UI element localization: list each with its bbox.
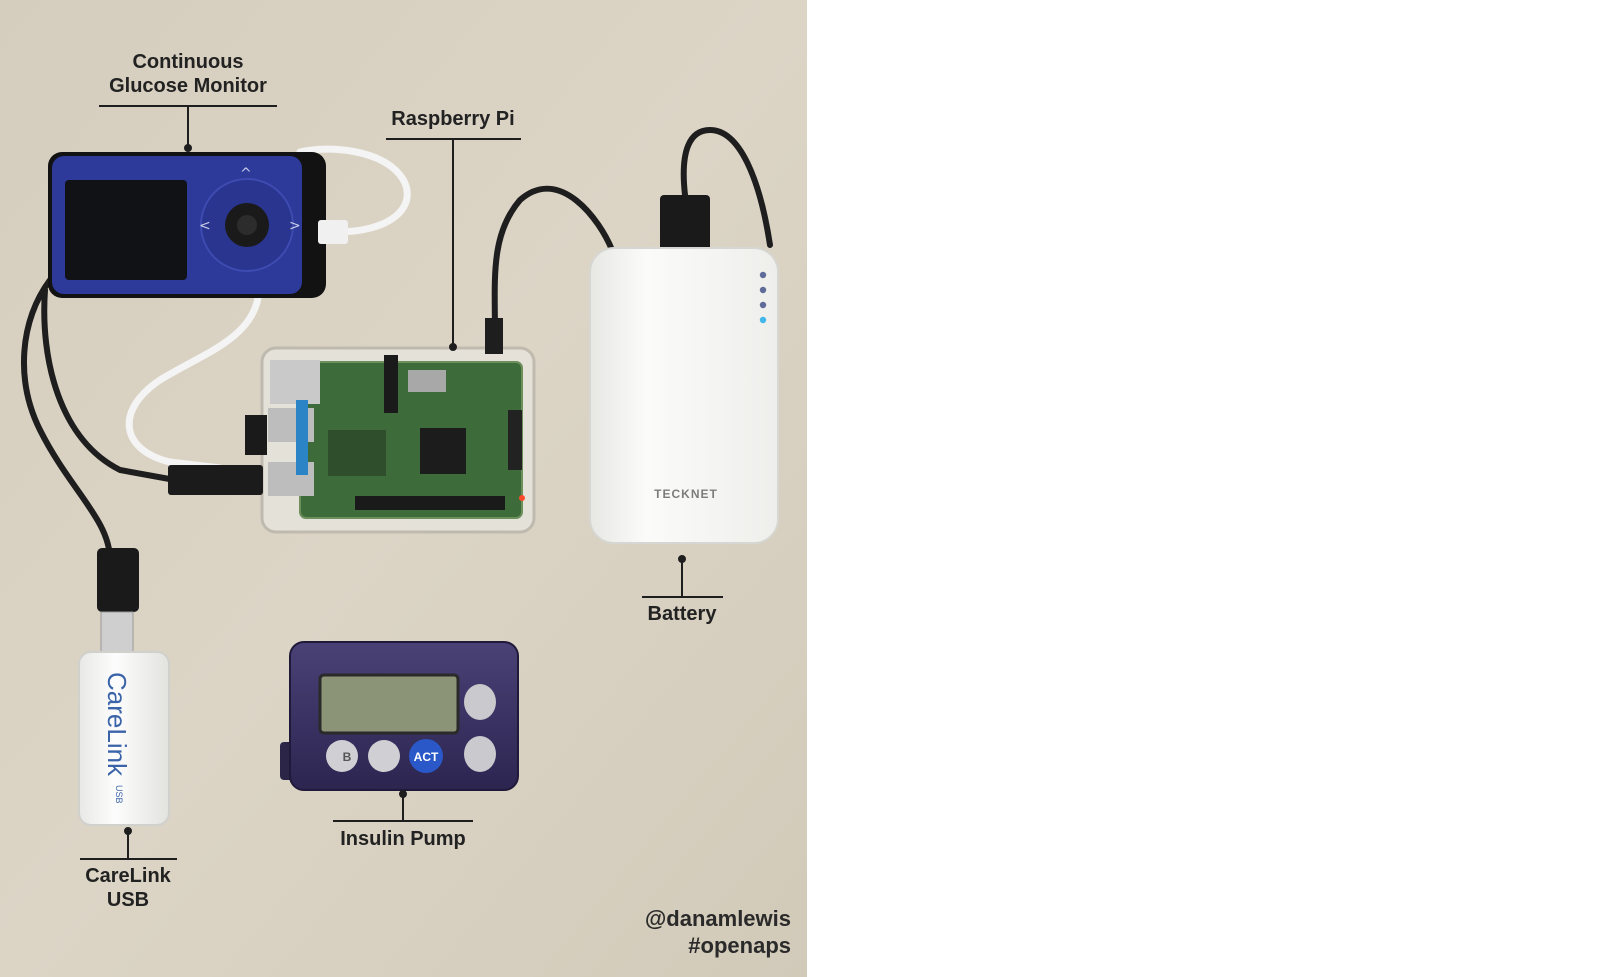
cables — [21, 126, 773, 563]
pump-b-text: B — [343, 750, 352, 764]
credit-block: @danamlewis #openaps — [645, 905, 791, 959]
cgm-device: ^ > < — [48, 152, 348, 298]
svg-text:>: > — [289, 218, 301, 234]
carelink-label-line2: USB — [106, 889, 150, 911]
insulin-pump-device: ACT B — [280, 641, 519, 791]
usb-brand-text: CareLink — [102, 672, 132, 777]
battery-brand-text: TECKNET — [654, 487, 718, 501]
photo-panel: ^ > < — [0, 0, 807, 977]
battery-device: TECKNET — [589, 195, 779, 544]
raspberry-pi-device — [168, 318, 536, 534]
pump-act-text: ACT — [414, 750, 439, 764]
credit-handle: @danamlewis — [644, 906, 791, 931]
carelink-usb-label: CareLink USB — [72, 864, 184, 912]
insulin-pump-label: Insulin Pump — [340, 828, 466, 850]
cgm-label-line2: Glucose Monitor — [109, 75, 267, 97]
cgm-label: Continuous Glucose Monitor — [94, 50, 282, 98]
credit-hashtag: #openaps — [688, 933, 791, 958]
battery-label: Battery — [647, 603, 717, 625]
cgm-label-line1: Continuous — [132, 51, 244, 73]
svg-text:^: ^ — [240, 166, 252, 182]
usb-sub-text: USB — [114, 785, 124, 804]
label-leader-lines — [80, 105, 723, 860]
carelink-label-line1: CareLink — [85, 865, 171, 887]
svg-text:<: < — [199, 218, 211, 234]
carelink-usb-device: CareLink USB — [78, 548, 170, 826]
device-photo: ^ > < — [0, 0, 807, 977]
raspberry-pi-label: Raspberry Pi — [391, 108, 515, 130]
